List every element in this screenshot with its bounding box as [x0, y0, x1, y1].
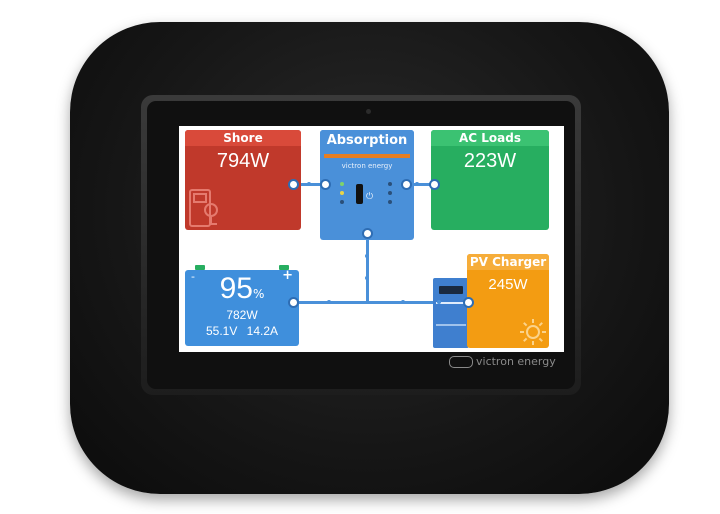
power-switch[interactable]	[356, 184, 363, 204]
camera-sensor	[366, 109, 371, 114]
shore-power: 794W	[216, 150, 270, 172]
pv-charger-title: PV Charger	[467, 254, 549, 270]
inverter-in-connector	[320, 179, 331, 190]
sun-icon	[520, 319, 546, 345]
inverter-brand: victron energy	[341, 162, 393, 170]
mppt-strip-2	[436, 324, 466, 326]
shore-title: Shore	[185, 130, 301, 146]
mppt-strip	[436, 302, 466, 304]
dc-bus-line	[293, 301, 473, 304]
shore-power-icon	[189, 189, 218, 227]
battery-readings: 55.1V 14.2A	[185, 324, 299, 338]
victron-logo-icon	[449, 356, 473, 368]
gx-touch-screen: Shore 794W Absorption victron energy ⏻ A…	[179, 126, 564, 352]
flow-dot	[401, 300, 405, 304]
mains-led	[340, 182, 344, 186]
battery-connector	[288, 297, 299, 308]
flow-dot	[365, 254, 369, 258]
mppt-device-image	[433, 278, 469, 348]
state-bar	[324, 154, 410, 158]
battery-soc-unit: %	[252, 287, 265, 301]
pv-charger-power: 245W	[488, 276, 528, 293]
flow-dot	[365, 276, 369, 280]
ac-loads-title: AC Loads	[431, 130, 549, 146]
battery-terminal-negative	[195, 265, 205, 270]
battery-terminal-positive	[279, 265, 289, 270]
battery-soc-wrap: 95%	[185, 272, 299, 306]
battery-current: 14.2A	[246, 324, 279, 338]
flow-dot	[437, 300, 441, 304]
shore-tile[interactable]: Shore 794W	[185, 130, 301, 230]
battery-voltage: 55.1V	[205, 324, 238, 338]
ac-loads-tile[interactable]: AC Loads 223W	[431, 130, 549, 230]
inverter-bus-line	[366, 234, 369, 302]
inverter-out-connector	[401, 179, 412, 190]
lowbat-led	[388, 200, 392, 204]
bezel-brand: victron energy	[476, 355, 556, 368]
flow-dot	[327, 300, 331, 304]
bezel-logo: victron energy	[449, 355, 556, 368]
float-led	[340, 200, 344, 204]
inverter-dc-connector	[362, 228, 373, 239]
battery-soc: 95	[219, 272, 253, 305]
battery-plus: +	[282, 270, 293, 283]
pv-connector	[463, 297, 474, 308]
battery-power: 782W	[226, 308, 258, 322]
battery-tile[interactable]: - + 95% 782W 55.1V 14.2A	[185, 270, 299, 346]
battery-minus: -	[191, 270, 195, 283]
charger-state: Absorption	[320, 130, 414, 152]
flow-dot	[415, 182, 419, 186]
acloads-connector	[429, 179, 440, 190]
inverter-led	[388, 182, 392, 186]
flow-dot	[307, 182, 311, 186]
inverter-acloads-line	[407, 183, 437, 186]
absorption-led	[340, 191, 344, 195]
shore-connector	[288, 179, 299, 190]
pv-charger-tile[interactable]: PV Charger 245W	[467, 254, 549, 348]
ac-loads-power: 223W	[463, 150, 517, 172]
overload-led	[388, 191, 392, 195]
inverter-charger-tile[interactable]: Absorption victron energy ⏻	[320, 130, 414, 240]
mppt-display	[439, 286, 463, 294]
power-icon: ⏻	[366, 192, 374, 202]
